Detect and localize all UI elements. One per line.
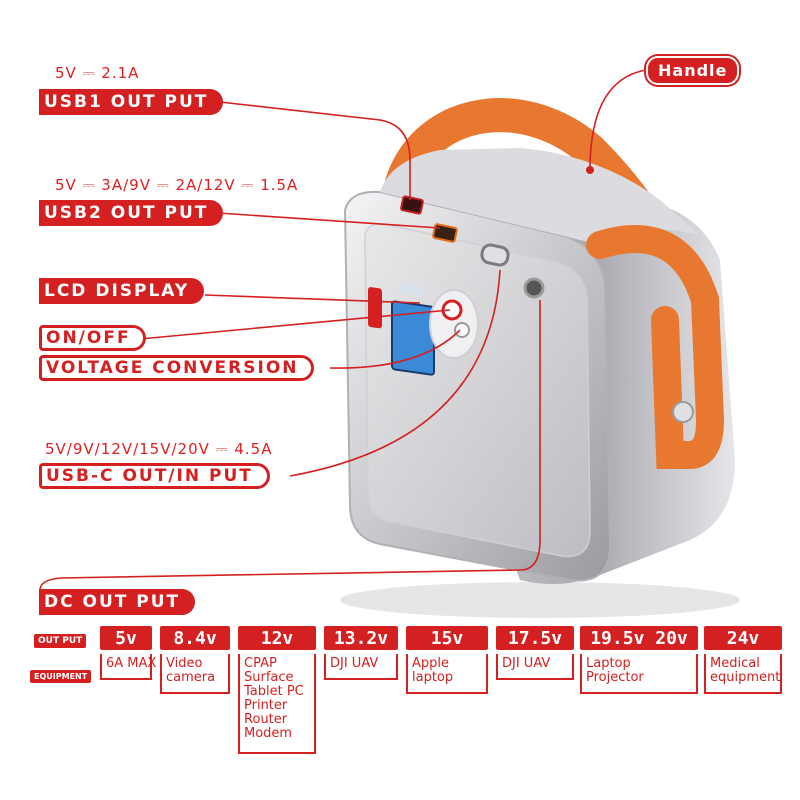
- handle-front-strap: [586, 225, 725, 469]
- handle-callout-line: [589, 69, 647, 171]
- onoff-label: ON/OFF: [40, 326, 145, 350]
- voltage-cell: 13.2v: [324, 626, 398, 650]
- equipment-line: Medical: [710, 656, 760, 671]
- usbc-callout-line: [289, 269, 501, 477]
- usb1-label: USB1 OUT PUT: [40, 90, 223, 114]
- equipment-tag: EQUIPMENT: [30, 670, 92, 683]
- equipment-line: Surface: [244, 670, 294, 685]
- handle-label: Handle: [646, 56, 740, 85]
- voltage-label: VOLTAGE CONVERSION: [40, 356, 313, 380]
- usb2-callout-line: [217, 212, 441, 229]
- output-tag: OUT PUT: [34, 634, 87, 648]
- equipment-line: Router: [244, 712, 288, 727]
- equipment-line: CPAP: [244, 656, 277, 671]
- handle-dot: [586, 166, 594, 174]
- equipment-line: Tablet PC: [244, 684, 304, 699]
- equipment-cell: DJI UAV: [324, 654, 398, 680]
- lcd-label: LCD DISPLAY: [40, 279, 204, 303]
- voltage-callout-line: [329, 329, 461, 369]
- equipment-line: Printer: [244, 698, 288, 713]
- equipment-line: Apple: [412, 656, 450, 671]
- equipment-line: Modem: [244, 726, 293, 741]
- usb1-port-icon: [400, 195, 424, 215]
- equipment-line: Video: [166, 656, 203, 671]
- equipment-line: DJI UAV: [502, 656, 551, 671]
- voltage-cell: 17.5v: [496, 626, 574, 650]
- equipment-line: camera: [166, 670, 216, 685]
- voltage-cell: 19.5v 20v: [580, 626, 698, 650]
- voltage-cell: 8.4v: [160, 626, 230, 650]
- voltage-cell: 5v: [100, 626, 152, 650]
- dc-callout-line: [39, 300, 541, 598]
- voltage-cell: 24v: [704, 626, 782, 650]
- usb2-spec: 5V ⎓ 3A/9V ⎓ 2A/12V ⎓ 1.5A: [55, 176, 299, 194]
- usb1-callout-line: [219, 101, 411, 200]
- equipment-line: Projector: [586, 670, 644, 685]
- lcd-callout-line: [204, 294, 421, 304]
- shadow: [340, 582, 740, 618]
- equipment-line: laptop: [412, 670, 454, 685]
- handle-rivet: [672, 401, 694, 423]
- equipment-line: 6A MAX: [106, 656, 157, 671]
- usb2-label: USB2 OUT PUT: [40, 201, 223, 225]
- usbc-label: USB-C OUT/IN PUT: [40, 464, 269, 488]
- equipment-cell: DJI UAV: [496, 654, 574, 680]
- equipment-line: DJI UAV: [330, 656, 379, 671]
- onoff-callout-line: [139, 309, 451, 340]
- usbc-spec: 5V/9V/12V/15V/20V ⎓ 4.5A: [45, 440, 273, 458]
- voltage-cell: 12v: [238, 626, 316, 650]
- voltage-cell: 15v: [406, 626, 488, 650]
- dc-label: DC OUT PUT: [40, 590, 195, 614]
- voltage-button-icon: [454, 322, 470, 338]
- equipment-line: equipment: [710, 670, 781, 685]
- equipment-cell: 6A MAX: [100, 654, 157, 680]
- equipment-line: Laptop: [586, 656, 631, 671]
- usbc-port-icon: [480, 243, 510, 267]
- usb1-spec: 5V ⎓ 2.1A: [55, 64, 140, 82]
- device-top: [380, 148, 700, 245]
- dc-port-icon: [523, 277, 545, 299]
